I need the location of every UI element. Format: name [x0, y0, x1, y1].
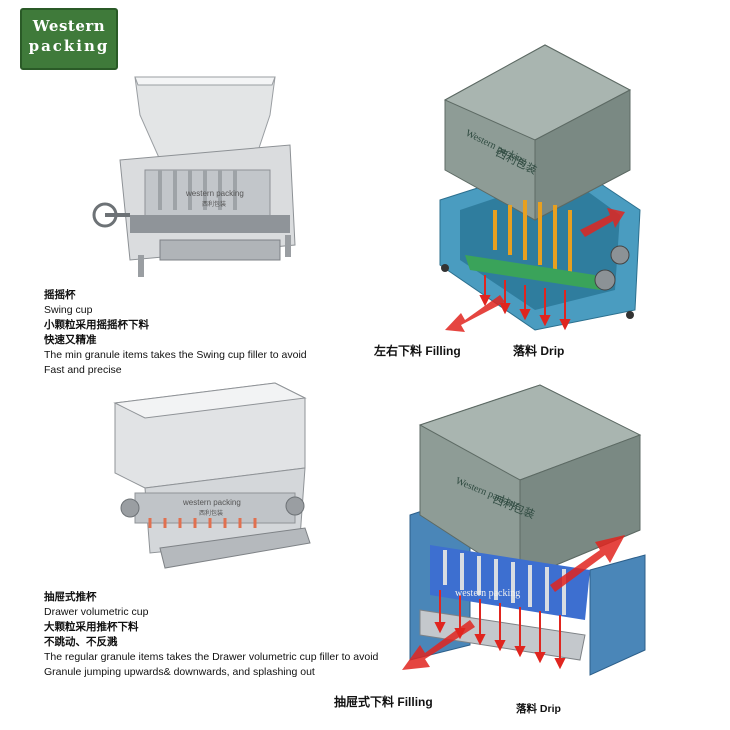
drawer-desc-cn: 大颗粒采用推杯下料: [44, 621, 139, 633]
machine-cn-mark-2: 西利包装: [199, 509, 223, 517]
bottom-filling-en: Filling: [397, 695, 433, 709]
drawer-title-cn: 抽屉式推杯: [44, 591, 97, 603]
bottom-filling-label: 抽屉式下料 Filling: [334, 693, 433, 710]
swing-desc-cn-2: 快速又精准: [44, 334, 97, 346]
bottom-drip-label: 落料 Drip: [516, 701, 561, 716]
drawer-cup-caption: 抽屉式推杯 Drawer volumetric cup 大颗粒采用推杯下料 不跳…: [44, 590, 378, 680]
top-filling-label: 左右下料 Filling: [374, 342, 461, 359]
bottom-drip-cn: 落料: [516, 703, 537, 715]
swing-title-en: Swing cup: [44, 304, 93, 316]
top-filling-cn: 左右下料: [374, 344, 423, 358]
brand-logo: Western packing: [20, 8, 118, 70]
swing-desc-cn: 小颗粒采用摇摇杯下料: [44, 319, 149, 331]
swing-cup-caption: 摇摇杯 Swing cup 小颗粒采用摇摇杯下料 快速又精准 The min g…: [44, 288, 307, 378]
top-drip-cn: 落料: [513, 344, 538, 358]
logo-line-2: packing: [28, 37, 110, 55]
machine-watermark-3: western packing: [455, 588, 520, 599]
machine-watermark: western packing: [185, 189, 244, 198]
machine-watermark-2: western packing: [182, 498, 241, 507]
top-filling-en: Filling: [425, 344, 461, 358]
drawer-desc-cn-2: 不跳动、不反溅: [44, 636, 118, 648]
bottom-filling-cn: 抽屉式下料: [334, 695, 395, 709]
drawer-desc-en: The regular granule items takes the Draw…: [44, 651, 379, 663]
swing-title-cn: 摇摇杯: [44, 289, 76, 301]
drawer-cup-machine-image: western packing 西利包装: [113, 382, 311, 569]
bottom-drip-en: Drip: [539, 703, 561, 715]
swing-desc-en: The min granule items takes the Swing cu…: [44, 349, 307, 361]
drawer-desc-en-2: Granule jumping upwards& downwards, and …: [44, 666, 315, 678]
top-drip-en: Drip: [540, 344, 565, 358]
drawer-cup-diagram: Western packing 西利包装 western packing: [402, 384, 646, 676]
machine-cn-mark: 西利包装: [202, 200, 226, 208]
swing-cup-machine-image: western packing 西利包装: [92, 76, 296, 277]
swing-desc-en-2: Fast and precise: [44, 364, 122, 376]
logo-line-1: Western: [32, 17, 106, 35]
drawer-title-en: Drawer volumetric cup: [44, 606, 149, 618]
top-drip-label: 落料 Drip: [513, 342, 564, 359]
swing-cup-diagram: Western packing 西利包装: [439, 44, 641, 332]
